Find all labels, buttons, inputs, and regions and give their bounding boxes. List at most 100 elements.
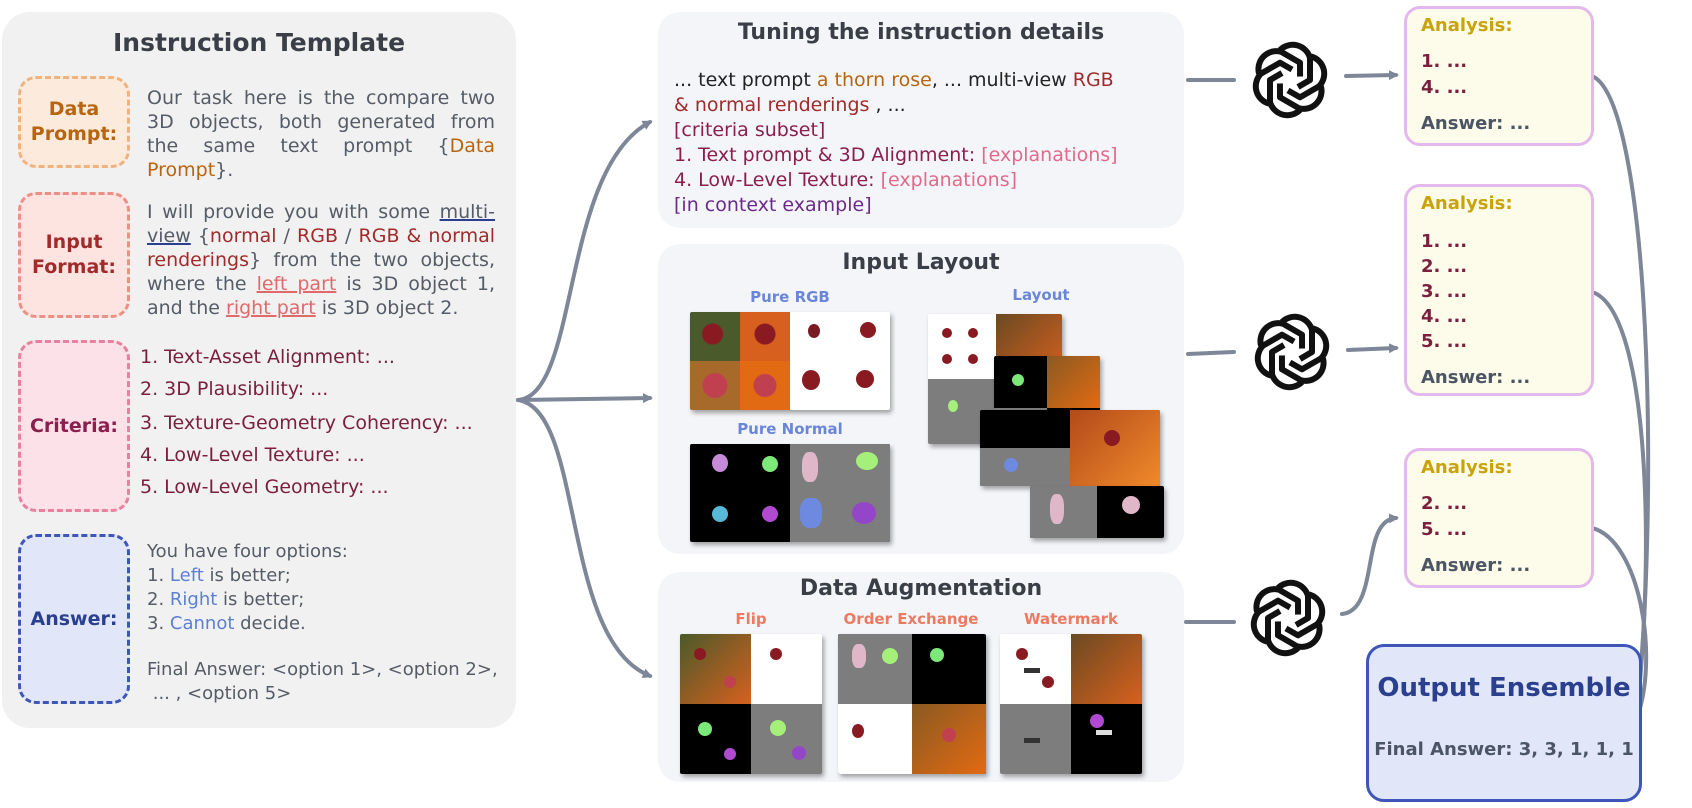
openai-logo-icon: [1248, 41, 1332, 122]
answer-intro: You have four options:: [147, 541, 348, 562]
if-sep2: /: [338, 225, 359, 247]
o1-num: 1.: [147, 565, 170, 586]
t-l1a: ... text prompt: [674, 69, 817, 91]
tuning-line-3: [criteria subset]: [674, 119, 826, 141]
data-prompt-tag: Data Prompt:: [18, 76, 130, 168]
output-1-answer: Answer: ...: [1421, 113, 1531, 134]
if-rgb-normal: RGB & normal renderings: [147, 225, 496, 271]
flip-thumb: [680, 634, 822, 774]
criteria-item-5: 5. Low-Level Geometry: ...: [140, 476, 389, 498]
arrow-to-layout: [516, 393, 653, 404]
criteria-item-4: 4. Low-Level Texture: ...: [140, 444, 365, 466]
data-prompt-label-2: Prompt:: [30, 123, 118, 145]
pure-normal-thumb: [690, 444, 890, 542]
t-l5b: [explanations]: [880, 169, 1018, 191]
answer-tag: Answer:: [18, 534, 130, 704]
data-prompt-highlight: Data Prompt: [147, 135, 495, 181]
tuning-line-6: [in context example]: [674, 194, 872, 216]
if-t5: is 3D object 2.: [315, 297, 459, 319]
arrow-out1-to-ensemble: [1590, 74, 1651, 722]
t-l4a: 1. Text prompt & 3D Alignment:: [674, 144, 982, 166]
o1-hl: Left: [169, 565, 204, 586]
final-answer-line-1: Final Answer: <option 1>, <option 2>,: [147, 658, 507, 682]
t-l4b: [explanations]: [981, 144, 1118, 166]
data-prompt-end: }.: [215, 159, 234, 181]
if-rgb: RGB: [297, 225, 338, 247]
layout-stack-3: [980, 410, 1160, 486]
output-box-1: Analysis: 1. ... 4. ... Answer: ...: [1404, 6, 1594, 146]
answer-option-2: 2. Right is better;: [147, 588, 507, 612]
layout-stack-4: [1030, 486, 1164, 538]
layout-label: Layout: [1012, 286, 1070, 304]
answer-option-1: 1. Left is better;: [147, 564, 507, 588]
criteria-item-3: 3. Texture-Geometry Coherency: ...: [140, 412, 473, 434]
if-sep1: /: [276, 225, 298, 247]
if-normal: normal: [209, 225, 277, 247]
flip-label: Flip: [735, 610, 767, 628]
data-prompt-text: Our task here is the compare two 3D obje…: [147, 86, 495, 182]
output-2-line-2: 2. ...: [1421, 256, 1468, 277]
criteria-label: Criteria:: [29, 414, 119, 437]
pure-normal-label: Pure Normal: [737, 420, 843, 438]
output-3-analysis: Analysis:: [1421, 457, 1513, 478]
output-1-line-2: 4. ...: [1421, 77, 1468, 98]
t-l1c: , ... multi-view: [931, 69, 1073, 91]
output-2-line-4: 4. ...: [1421, 306, 1468, 327]
answer-label: Answer:: [30, 607, 118, 630]
output-2-answer: Answer: ...: [1421, 367, 1531, 388]
augmentation-title: Data Augmentation: [799, 576, 1043, 601]
data-prompt-label-1: Data: [48, 98, 100, 120]
final-answer-label: Final Answer:: [147, 659, 272, 680]
output-3-answer: Answer: ...: [1421, 555, 1531, 576]
if-multi-view: multi-view: [147, 201, 495, 247]
tuning-line-4: 1. Text prompt & 3D Alignment: [explanat…: [674, 143, 1174, 168]
final-answer-options-1: <option 1>, <option 2>,: [271, 659, 498, 680]
output-1-analysis: Analysis:: [1421, 15, 1513, 36]
output-1-line-1: 1. ...: [1421, 51, 1468, 72]
arrow-logo2-to-out2: [1346, 343, 1399, 354]
if-t3: } from the two objects, where the: [147, 249, 495, 295]
o3-hl: Cannot: [169, 613, 235, 634]
if-t1: I will provide you with some: [147, 201, 440, 223]
if-t2: {: [190, 225, 210, 247]
watermark-thumb: [1000, 634, 1142, 774]
criteria-tag: Criteria:: [18, 340, 130, 512]
tuning-line-2: & normal renderings , ...: [674, 93, 1174, 118]
tuning-line-5: 4. Low-Level Texture: [explanations]: [674, 168, 1174, 193]
criteria-item-1: 1. Text-Asset Alignment: ...: [140, 346, 395, 368]
final-answer-line-2: ... , <option 5>: [147, 683, 292, 704]
tuning-title: Tuning the instruction details: [737, 20, 1105, 45]
arrow-logo3-to-out3: [1340, 513, 1399, 616]
answer-text: You have four options: 1. Left is better…: [147, 540, 507, 706]
arrow-to-augmentation: [516, 398, 653, 679]
o2-rest: is better;: [217, 589, 305, 610]
tuning-line-1: ... text prompt a thorn rose, ... multi-…: [674, 68, 1174, 93]
if-t4: is 3D object 1, and the: [147, 273, 495, 319]
data-prompt-body: Our task here is the compare two 3D obje…: [147, 87, 495, 157]
output-3-line-2: 5. ...: [1421, 519, 1468, 540]
o2-num: 2.: [147, 589, 170, 610]
output-3-line-1: 2. ...: [1421, 493, 1468, 514]
input-format-tag: Input Format:: [18, 192, 130, 318]
t-l2b: , ...: [869, 94, 906, 116]
input-format-label-1: Input: [45, 231, 103, 253]
o2-hl: Right: [169, 589, 218, 610]
output-2-line-3: 3. ...: [1421, 281, 1468, 302]
arrow-out3-to-ensemble: [1590, 526, 1649, 722]
t-l1b: a thorn rose: [816, 69, 932, 91]
arrow-to-tuning: [516, 120, 653, 402]
t-l5a: 4. Low-Level Texture:: [674, 169, 881, 191]
output-2-analysis: Analysis:: [1421, 193, 1513, 214]
if-right-part: right part: [226, 297, 316, 319]
answer-option-3: 3. Cannot decide.: [147, 612, 507, 636]
output-box-2: Analysis: 1. ... 2. ... 3. ... 4. ... 5.…: [1404, 184, 1594, 396]
output-ensemble-title: Output Ensemble: [1377, 673, 1631, 703]
output-box-3: Analysis: 2. ... 5. ... Answer: ...: [1404, 448, 1594, 588]
tuning-card: [658, 12, 1184, 228]
criteria-item-2: 2. 3D Plausibility: ...: [140, 378, 329, 400]
t-l2a: & normal renderings: [674, 94, 870, 116]
pure-rgb-thumb: [690, 312, 890, 410]
openai-logo-icon: [1250, 313, 1334, 394]
input-format-label-2: Format:: [32, 256, 116, 278]
